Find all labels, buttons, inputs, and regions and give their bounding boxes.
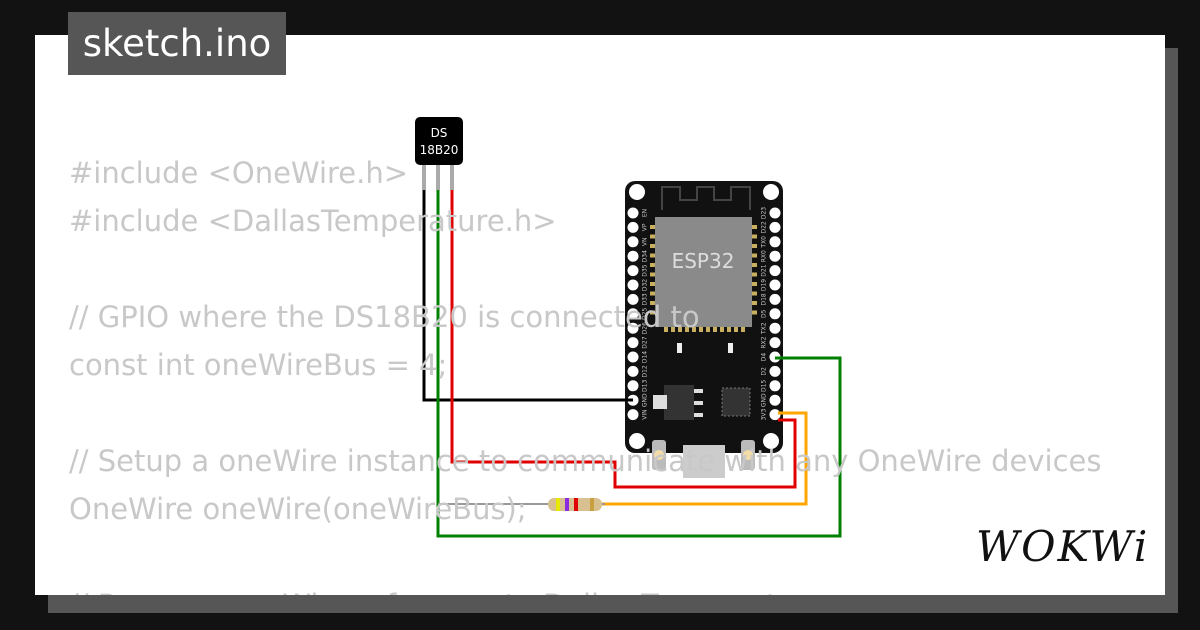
pin-gnd[interactable] [769, 394, 781, 406]
pin-d2[interactable] [769, 365, 781, 377]
pin-label: 3V3 [761, 409, 768, 421]
pin-vin[interactable] [627, 409, 639, 421]
pin-label: D13 [642, 379, 649, 391]
pin-d32[interactable] [627, 279, 639, 291]
pin-label: GND [761, 393, 768, 407]
pin-label: D14 [642, 351, 649, 363]
pin-tx2[interactable] [769, 322, 781, 334]
pin-label: D32 [642, 279, 649, 291]
wire-gnd[interactable] [422, 190, 633, 402]
pin-vn[interactable] [627, 236, 639, 248]
pin-label: D12 [642, 365, 649, 377]
pin-label: D4 [761, 353, 768, 362]
pin-tx0[interactable] [769, 236, 781, 248]
wire-pullup[interactable] [600, 411, 808, 506]
pin-d25[interactable] [627, 308, 639, 320]
pin-label: D34 [642, 250, 649, 262]
pin-label: D22 [761, 221, 768, 233]
pin-d5[interactable] [769, 308, 781, 320]
pin-d26[interactable] [627, 322, 639, 334]
pin-d33[interactable] [627, 293, 639, 305]
pin-rx0[interactable] [769, 250, 781, 262]
pin-d23[interactable] [769, 207, 781, 219]
pin-en[interactable] [627, 207, 639, 219]
pin-d19[interactable] [769, 279, 781, 291]
pin-d12[interactable] [627, 365, 639, 377]
pin-label: D26 [642, 322, 649, 334]
pin-d21[interactable] [769, 265, 781, 277]
pin-label: D5 [761, 309, 768, 318]
pin-label: D23 [761, 207, 768, 219]
pin-label: GND [642, 393, 649, 407]
pin-label: D15 [761, 379, 768, 391]
pin-label: D25 [642, 307, 649, 319]
pin-label: VIN [642, 409, 649, 419]
pin-d18[interactable] [769, 293, 781, 305]
pin-label: D35 [642, 264, 649, 276]
wire-vcc[interactable] [450, 190, 797, 489]
pin-label: D27 [642, 336, 649, 348]
pin-d34[interactable] [627, 250, 639, 262]
pin-d27[interactable] [627, 337, 639, 349]
resistor[interactable] [438, 498, 605, 511]
pin-label: VN [642, 238, 649, 247]
pin-label: VP [642, 223, 649, 231]
pin-vp[interactable] [627, 221, 639, 233]
wire-data[interactable] [436, 190, 842, 538]
sensor-label: DS [431, 126, 448, 140]
pin-d22[interactable] [769, 221, 781, 233]
pin-d14[interactable] [627, 351, 639, 363]
wokwi-logo: WOKWi [976, 522, 1150, 571]
pin-label: EN [642, 209, 649, 217]
sensor-label: 18B20 [420, 143, 459, 157]
esp32-board[interactable]: ESP32 ENVPVND34D35D32D33D25D26D27D14D12D… [625, 181, 783, 478]
pin-3v3[interactable] [769, 409, 781, 421]
pin-label: D33 [642, 293, 649, 305]
pin-d13[interactable] [627, 380, 639, 392]
pin-label: RX0 [761, 250, 768, 262]
pin-label: D2 [761, 367, 768, 376]
board-label: ESP32 [672, 249, 735, 273]
pin-d15[interactable] [769, 380, 781, 392]
ds18b20-sensor[interactable]: DS 18B20 [415, 117, 463, 190]
pin-label: TX0 [761, 236, 768, 249]
pin-label: RX2 [761, 336, 768, 348]
pin-label: TX2 [761, 322, 768, 335]
pin-label: D18 [761, 293, 768, 305]
pin-rx2[interactable] [769, 337, 781, 349]
pin-label: D21 [761, 264, 768, 276]
pin-label: D19 [761, 279, 768, 291]
pin-d35[interactable] [627, 265, 639, 277]
sketch-title: sketch.ino [68, 12, 286, 75]
